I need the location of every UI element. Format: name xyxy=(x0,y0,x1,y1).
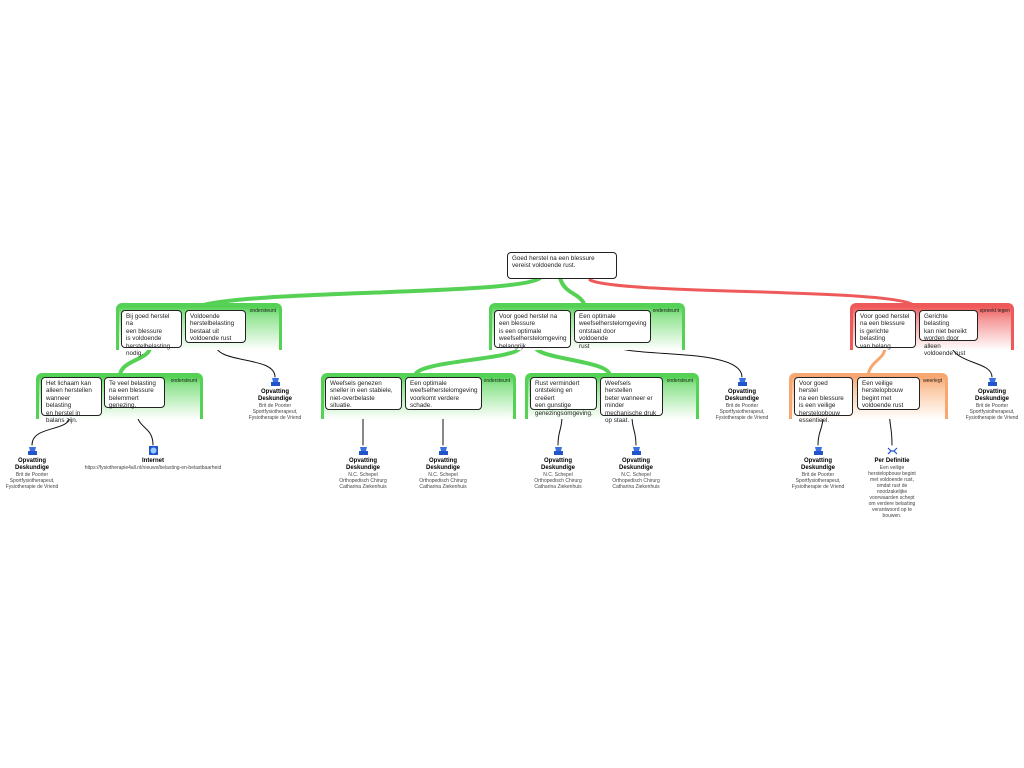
source-description: Brit de Poorter Sportfysiotherapeut, Fys… xyxy=(715,403,769,421)
claim-box[interactable]: Voldoende herstelbelasting bestaat uit v… xyxy=(185,310,246,343)
source-type: Internet xyxy=(141,458,164,464)
source-description: Brit de Poorter Sportfysiotherapeut, Fys… xyxy=(791,472,845,490)
claim-box[interactable]: Het lichaam kan alleen herstellen wannee… xyxy=(41,377,102,424)
claim-box[interactable]: Voor goed herstel na een blessure is een… xyxy=(494,310,571,350)
expert-icon xyxy=(987,378,997,386)
source-type: Per Definitie xyxy=(874,458,910,464)
claim-box[interactable]: Voor goed herstel na een blessure is ger… xyxy=(855,310,916,350)
main-claim[interactable]: Goed herstel na een blessure vereist vol… xyxy=(507,252,617,279)
source-description: Brit de Poorter Sportfysiotherapeut, Fys… xyxy=(5,472,59,490)
claim-box[interactable]: Bij goed herstel na een blessure is vold… xyxy=(121,310,182,357)
relation-label: ondersteunt xyxy=(483,378,510,384)
claim-box[interactable]: Weefsels genezen sneller in een stabiele… xyxy=(325,377,402,410)
source-description: N.C. Schepel Orthopedisch Chirurg Cathar… xyxy=(534,472,582,490)
source-description: Brit de Poorter Sportfysiotherapeut, Fys… xyxy=(248,403,302,421)
source-type: Opvatting Deskundige xyxy=(257,389,292,402)
claim-box[interactable]: Een veilige herstelopbouw begint met vol… xyxy=(857,377,920,410)
relation-label: ondersteunt xyxy=(666,378,693,384)
source-type: Opvatting Deskundige xyxy=(974,389,1009,402)
expert-icon xyxy=(27,447,37,455)
source-description: N.C. Schepel Orthopedisch Chirurg Cathar… xyxy=(419,472,467,490)
expert-icon xyxy=(813,447,823,455)
source-type: Opvatting Deskundige xyxy=(14,458,49,471)
source-type: Opvatting Deskundige xyxy=(425,458,460,471)
expert-icon xyxy=(631,447,641,455)
globe-icon xyxy=(148,446,158,455)
source-type: Opvatting Deskundige xyxy=(618,458,653,471)
relation-label: ondersteunt xyxy=(249,308,276,314)
expert-icon xyxy=(270,378,280,386)
source-type: Opvatting Deskundige xyxy=(540,458,575,471)
claim-box[interactable]: Rust vermindert ontsteking en creëert ee… xyxy=(530,377,597,417)
expert-icon xyxy=(438,447,448,455)
relation-label: spreekt tegen xyxy=(979,308,1010,314)
claim-box[interactable]: Een optimale weefselherstelomgeving onts… xyxy=(574,310,651,350)
claim-box[interactable]: Een optimale weefselherstelomgeving voor… xyxy=(405,377,482,410)
source-type: Opvatting Deskundige xyxy=(345,458,380,471)
claim-box[interactable]: Te veel belasting na een blessure belemm… xyxy=(104,377,165,409)
source-description: N.C. Schepel Orthopedisch Chirurg Cathar… xyxy=(612,472,660,490)
claim-box[interactable]: Gerichte belasting kan niet bereikt word… xyxy=(919,310,978,357)
claim-box[interactable]: Weefsels herstellen beter wanneer er min… xyxy=(600,377,663,424)
source-type: Opvatting Deskundige xyxy=(724,389,759,402)
expert-icon xyxy=(553,447,563,455)
definition-icon xyxy=(887,447,897,455)
source-url[interactable]: https://fysiotherapie4all.nl/nieuws/bela… xyxy=(84,465,222,471)
expert-icon xyxy=(737,378,747,386)
relation-label: ondersteunt xyxy=(652,308,679,314)
source-type: Opvatting Deskundige xyxy=(800,458,835,471)
source-description: Brit de Poorter Sportfysiotherapeut, Fys… xyxy=(965,403,1019,421)
source-description: Een veilige herstelopbouw begint met vol… xyxy=(868,465,916,519)
source-description: N.C. Schepel Orthopedisch Chirurg Cathar… xyxy=(339,472,387,490)
expert-icon xyxy=(358,447,368,455)
relation-label: weerlegt xyxy=(923,378,942,384)
relation-label: ondersteunt xyxy=(170,378,197,384)
claim-box[interactable]: Voor goed herstel na een blessure is een… xyxy=(794,377,853,424)
